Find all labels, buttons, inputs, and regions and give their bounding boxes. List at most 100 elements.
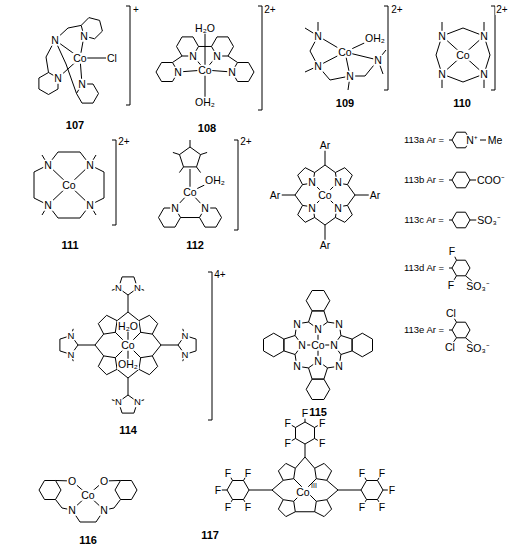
bond-line <box>139 315 158 334</box>
bond-line <box>305 444 306 457</box>
bond-line <box>258 6 262 110</box>
bond-line <box>98 356 117 375</box>
bond-line <box>306 291 330 311</box>
bond-line <box>78 345 95 346</box>
atom-label: N <box>292 361 302 372</box>
bond-line <box>39 481 61 500</box>
bond-line <box>95 345 104 356</box>
atom-label: N <box>99 505 109 516</box>
atom-label: N <box>313 356 323 367</box>
atom-label: F <box>378 502 386 513</box>
bond-line <box>234 140 238 230</box>
substituent-label: 113a Ar = <box>403 135 445 145</box>
bond-line <box>95 334 104 345</box>
atom-label: N <box>479 69 489 80</box>
bond-line <box>452 260 470 276</box>
bond-line <box>449 140 452 141</box>
atom-label: F <box>244 467 252 478</box>
bond-line <box>452 172 470 188</box>
bond-line <box>152 345 161 356</box>
charge-label: 2+ <box>263 5 276 15</box>
bond-line <box>442 74 484 82</box>
atom-label: N <box>133 283 142 293</box>
atom-label: N <box>43 200 53 211</box>
bond-line <box>208 272 212 420</box>
atom-label: F <box>214 485 222 496</box>
bond-line <box>264 333 284 357</box>
bond-line <box>161 345 178 346</box>
bond-line <box>491 6 495 90</box>
atom-label: N <box>53 73 63 84</box>
atom-label: N <box>373 55 383 66</box>
atom-label: N <box>227 67 237 78</box>
atom-label: N <box>79 31 89 42</box>
atom-label: OH₂ <box>204 175 226 186</box>
bond-line <box>449 180 452 181</box>
bond-line <box>327 490 338 500</box>
bond-line <box>295 195 303 205</box>
atom-label: F <box>224 467 232 478</box>
atom-label: F <box>358 502 366 513</box>
atom-label: Cl <box>444 342 456 353</box>
bond-line <box>296 422 315 444</box>
bond-line <box>173 152 180 154</box>
atom-label: N <box>292 319 302 330</box>
atom-label: F <box>283 438 291 449</box>
bond-line <box>315 463 332 480</box>
atom-label: F <box>318 418 326 429</box>
atom-label: F <box>301 408 309 419</box>
atom-label: N <box>50 35 60 46</box>
atom-label: F <box>448 246 456 257</box>
charge-label: 2+ <box>239 137 252 147</box>
atom-label: N <box>43 160 53 171</box>
compound-number: 107 <box>65 120 85 131</box>
bond-line <box>315 165 325 173</box>
bond-line <box>205 28 206 70</box>
bond-line <box>338 490 361 491</box>
atom-label: N <box>212 51 222 62</box>
atom-label: SO₃⁻ <box>465 281 490 292</box>
atom-label: N <box>313 31 323 42</box>
bond-line <box>306 379 330 399</box>
atom-label: N <box>67 505 77 516</box>
bond-line <box>449 330 452 331</box>
atom-label: Co <box>310 340 325 351</box>
bond-line <box>181 217 200 218</box>
bond-line <box>55 40 77 94</box>
atom-label: N⁺ <box>465 135 479 146</box>
atom-label: Ar <box>319 240 332 251</box>
atom-label: N <box>297 340 307 351</box>
compound-number: 109 <box>335 98 355 109</box>
bond-line <box>152 334 161 345</box>
atom-label: Co <box>72 53 87 64</box>
atom-label: N <box>313 324 323 335</box>
atom-label: N <box>77 79 87 90</box>
atom-label: N <box>114 397 123 407</box>
bond-line <box>480 140 486 141</box>
bond-line <box>449 268 452 269</box>
charge-label: + <box>132 5 140 15</box>
atom-label: Co <box>61 180 76 191</box>
atom-label: OH₂ <box>194 97 216 108</box>
bond-line <box>272 490 283 500</box>
atom-label: Co <box>337 47 352 58</box>
bond-line <box>452 212 470 228</box>
bond-line <box>325 165 335 173</box>
atom-label: Me <box>487 135 504 146</box>
bond-line <box>249 490 272 491</box>
atom-label: OH₂ <box>117 359 139 370</box>
compound-number: 111 <box>60 240 79 251</box>
atom-label: Cl <box>445 308 457 319</box>
bond-line <box>449 220 452 221</box>
atom-label: SO₃⁻ <box>465 343 490 354</box>
bond-line <box>179 167 183 173</box>
bond-line <box>173 56 183 62</box>
atom-label: N <box>181 331 190 341</box>
atom-label: SO₃⁻ <box>476 215 501 226</box>
bond-line <box>442 28 484 36</box>
bond-line <box>352 333 372 357</box>
atom-label: N <box>333 203 343 214</box>
atom-label: N <box>85 200 95 211</box>
atom-label: F <box>447 280 455 291</box>
bond-line <box>128 312 139 321</box>
